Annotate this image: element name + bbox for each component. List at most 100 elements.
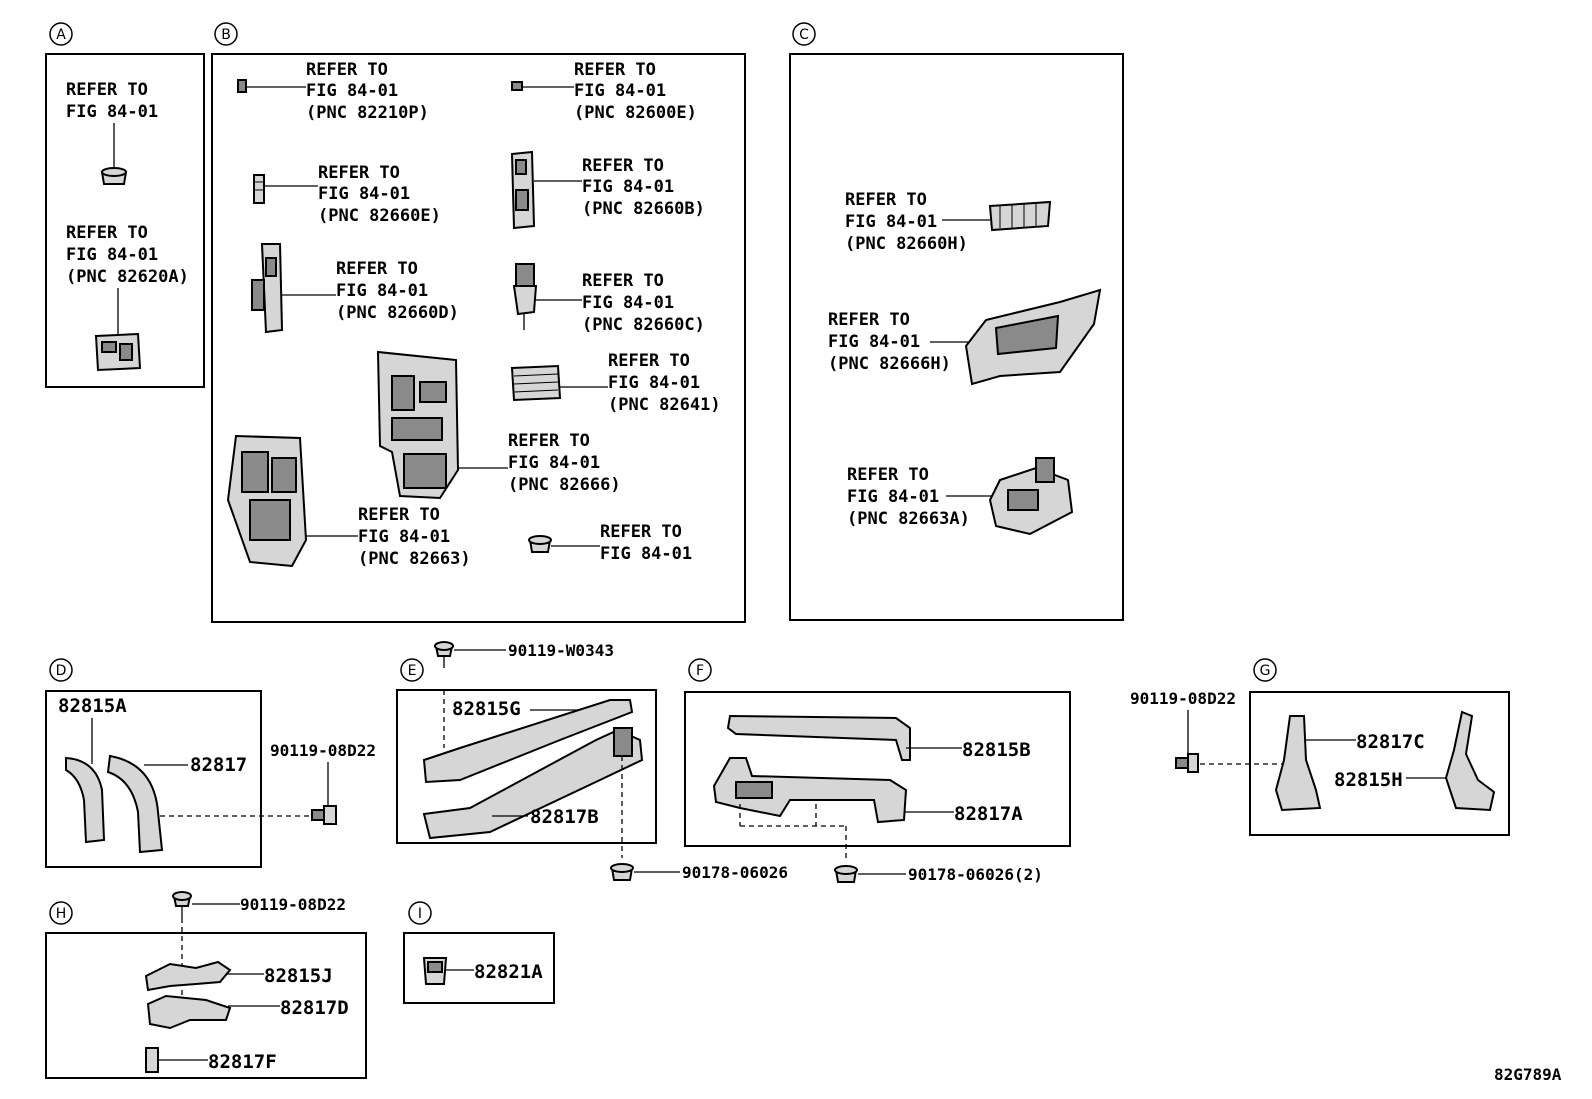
svg-text:(PNC 82210P): (PNC 82210P): [306, 103, 429, 123]
callout-b3: REFER TO FIG 84-01 (PNC 82660E): [253, 163, 441, 226]
clip-82817F: [145, 1047, 159, 1073]
callout-c1: REFER TO FIG 84-01 (PNC 82660H): [845, 190, 1052, 254]
svg-text:FIG 84-01: FIG 84-01: [845, 212, 937, 232]
section-e: E 90119-W0343 82815G 82817B 90178-06026: [396, 641, 788, 882]
part-82817: 82817: [190, 754, 247, 776]
svg-text:REFER TO: REFER TO: [574, 60, 656, 80]
bracket-82817: [106, 754, 164, 854]
svg-text:REFER TO: REFER TO: [600, 522, 682, 542]
section-d-frame: [45, 690, 262, 868]
section-g: G 90119-08D22 82817C 82815H: [1130, 658, 1510, 836]
callout-b10: REFER TO FIG 84-01: [528, 522, 692, 564]
callout-b9: REFER TO FIG 84-01 (PNC 82663): [226, 434, 471, 569]
section-e-frame: [396, 689, 657, 844]
bracket-82815J: [144, 960, 232, 992]
svg-text:FIG 84-01: FIG 84-01: [600, 544, 692, 564]
illustration-code: 82G789A: [1494, 1065, 1562, 1084]
svg-text:REFER TO: REFER TO: [828, 310, 910, 330]
section-f: F 82815B 82817A 90178-06026(2): [684, 658, 1071, 884]
section-d: D 82815A 82817 90119-08D22: [45, 658, 376, 868]
svg-text:REFER TO: REFER TO: [582, 271, 664, 291]
bracket-82817D: [146, 994, 232, 1030]
part-82815A: 82815A: [58, 695, 127, 717]
svg-text:REFER TO: REFER TO: [608, 351, 690, 371]
svg-text:(PNC 82663): (PNC 82663): [358, 549, 471, 569]
part-82817A: 82817A: [954, 803, 1023, 825]
part-82817B: 82817B: [530, 806, 599, 828]
callout-b6: REFER TO FIG 84-01 (PNC 82660C): [512, 263, 705, 335]
section-a: A REFER TO FIG 84-01 REFER TO FIG 84-01 …: [45, 22, 205, 388]
svg-text:REFER TO: REFER TO: [845, 190, 927, 210]
section-f-frame: [684, 691, 1071, 847]
svg-text:(PNC 82660B): (PNC 82660B): [582, 199, 705, 219]
svg-text:REFER TO: REFER TO: [66, 80, 148, 100]
callout-c3: REFER TO FIG 84-01 (PNC 82663A): [847, 457, 1074, 536]
fastener-90119-W0343: 90119-W0343: [508, 641, 614, 660]
part-82817F: 82817F: [208, 1051, 277, 1073]
callout-c2: REFER TO FIG 84-01 (PNC 82666H): [828, 288, 1102, 386]
section-e-label: E: [408, 663, 417, 679]
svg-text:REFER TO: REFER TO: [66, 223, 148, 243]
part-82817C: 82817C: [1356, 731, 1425, 753]
section-i: I 82821A: [403, 901, 555, 1004]
svg-text:FIG 84-01: FIG 84-01: [582, 177, 674, 197]
callout-b7: REFER TO FIG 84-01 (PNC 82641): [510, 351, 721, 415]
section-h-frame: [45, 932, 367, 1079]
callout-b8: REFER TO FIG 84-01 (PNC 82666): [376, 350, 621, 500]
part-82817D: 82817D: [280, 997, 349, 1019]
svg-text:REFER TO: REFER TO: [508, 431, 590, 451]
svg-text:FIG 84-01: FIG 84-01: [847, 487, 939, 507]
section-i-label: I: [418, 906, 422, 922]
section-a-frame: [45, 53, 205, 388]
callout-b2: REFER TO FIG 84-01 (PNC 82600E): [511, 60, 697, 123]
svg-text:FIG 84-01: FIG 84-01: [358, 527, 450, 547]
svg-text:FIG 84-01: FIG 84-01: [318, 184, 410, 204]
part-82821A: 82821A: [474, 961, 543, 983]
svg-text:FIG 84-01: FIG 84-01: [582, 293, 674, 313]
bracket-82815G: [422, 699, 634, 784]
bracket-82817B: [422, 728, 644, 840]
svg-text:(PNC 82660E): (PNC 82660E): [318, 206, 441, 226]
callout-b4: REFER TO FIG 84-01 (PNC 82660B): [510, 150, 705, 230]
section-f-label: F: [696, 663, 704, 679]
section-c-label: C: [799, 27, 809, 43]
section-i-frame: [403, 932, 555, 1004]
svg-text:(PNC 82660D): (PNC 82660D): [336, 303, 459, 323]
fastener-90119-08D22-h: 90119-08D22: [240, 895, 346, 914]
svg-text:(PNC 82666): (PNC 82666): [508, 475, 621, 495]
part-82815B: 82815B: [962, 739, 1031, 761]
svg-text:FIG 84-01: FIG 84-01: [608, 373, 700, 393]
fastener-90119-08D22-d: 90119-08D22: [270, 741, 376, 760]
svg-text:(PNC 82663A): (PNC 82663A): [847, 509, 970, 529]
section-c: C REFER TO FIG 84-01 (PNC 82660H) REFER …: [789, 22, 1124, 621]
svg-text:(PNC 82600E): (PNC 82600E): [574, 103, 697, 123]
bracket-82815H: [1444, 710, 1496, 812]
part-82815J: 82815J: [264, 965, 333, 987]
svg-text:(PNC 82620A): (PNC 82620A): [66, 267, 189, 287]
section-a-label: A: [56, 27, 66, 43]
svg-text:FIG 84-01: FIG 84-01: [828, 332, 920, 352]
section-h: H 90119-08D22 82815J 82817D 82817F: [45, 891, 367, 1079]
svg-text:(PNC 82660H): (PNC 82660H): [845, 234, 968, 254]
section-b: B REFER TO FIG 84-01 (PNC 82210P) REFER …: [211, 22, 746, 623]
svg-text:FIG 84-01: FIG 84-01: [66, 102, 158, 122]
callout-a1: REFER TO FIG 84-01: [66, 80, 158, 185]
svg-text:REFER TO: REFER TO: [358, 505, 440, 525]
bracket-82815B: [726, 714, 911, 761]
svg-text:REFER TO: REFER TO: [318, 163, 400, 183]
callout-b1: REFER TO FIG 84-01 (PNC 82210P): [237, 60, 429, 123]
section-b-label: B: [221, 27, 231, 43]
svg-text:(PNC 82641): (PNC 82641): [608, 395, 721, 415]
fastener-90178-06026-e: 90178-06026: [682, 863, 788, 882]
svg-text:(PNC 82666H): (PNC 82666H): [828, 354, 951, 374]
svg-text:REFER TO: REFER TO: [582, 156, 664, 176]
section-g-label: G: [1260, 663, 1271, 679]
callout-a2: REFER TO FIG 84-01 (PNC 82620A): [66, 223, 189, 372]
part-82815G: 82815G: [452, 698, 521, 720]
svg-text:FIG 84-01: FIG 84-01: [306, 81, 398, 101]
svg-text:FIG 84-01: FIG 84-01: [508, 453, 600, 473]
part-82815H: 82815H: [1334, 769, 1403, 791]
bracket-82817A: [712, 757, 908, 824]
bracket-82817C: [1274, 715, 1322, 812]
